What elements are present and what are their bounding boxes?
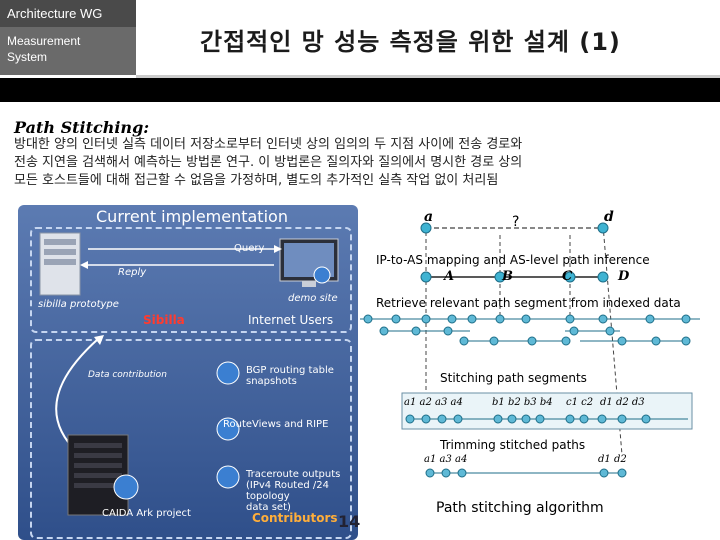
section-title: Path Stitching: — [14, 118, 150, 137]
node-a — [420, 222, 432, 234]
step3-seq-c: c1 c2 — [566, 397, 594, 408]
algorithm-diagram — [360, 222, 700, 478]
algorithm-caption: Path stitching algorithm — [436, 500, 604, 516]
step2-label: Retrieve relevant path segment from inde… — [376, 296, 681, 310]
contributors-box — [30, 339, 352, 539]
label-as-B: B — [502, 269, 513, 284]
section-body: 방대한 양의 인터넷 실측 데이터 저장소로부터 인터넷 상의 임의의 두 지점… — [14, 136, 714, 190]
body-line2: 전송 지연을 검색해서 예측하는 방법론 연구. 이 방법론은 질의자와 질의에… — [14, 155, 523, 170]
label-as-D: D — [618, 269, 630, 284]
label-d: d — [604, 209, 614, 225]
traceroute-line3: data set) — [246, 502, 291, 513]
body-line3: 모든 호스트들에 대해 접근할 수 없음을 가정하며, 별도의 추가적인 실측 … — [14, 173, 499, 188]
monitor-icon — [279, 238, 339, 287]
sibilla-label: Sibilla — [143, 313, 185, 327]
stitched-box — [401, 392, 693, 430]
black-bar — [0, 78, 720, 102]
routeviews-label: RouteViews and RIPE — [223, 419, 329, 430]
retrieved-segments — [360, 314, 700, 346]
server-icon — [39, 232, 81, 296]
step3-seq-a: a1 a2 a3 a4 — [404, 397, 463, 408]
bgp-line1: BGP routing table — [246, 365, 334, 376]
internet-users-label: Internet Users — [248, 313, 334, 327]
reply-label: Reply — [118, 267, 147, 278]
traceroute-label: Traceroute outputs (IPv4 Routed /24 topo… — [246, 469, 358, 513]
architecture-panel: Current implementation — [18, 205, 358, 540]
globe-icon — [216, 465, 240, 489]
as-node-D — [597, 271, 609, 283]
stitched-nodes — [405, 414, 651, 424]
node-d — [597, 222, 609, 234]
header-divider — [136, 75, 720, 78]
step4-seq-d: d1 d2 — [598, 454, 627, 465]
header: Architecture WG Measurement System 간접적인 … — [0, 0, 720, 78]
trimmed-nodes — [425, 468, 627, 478]
page-number: 14 — [338, 512, 361, 531]
as-node-C — [564, 271, 576, 283]
sub-label: Measurement System — [0, 27, 136, 75]
globe-icon — [216, 361, 240, 385]
sibilla-prototype-label: sibilla prototype — [38, 299, 119, 310]
as-node-A — [420, 271, 432, 283]
data-contribution-label: Data contribution — [88, 370, 167, 380]
step4-label: Trimming stitched paths — [440, 438, 586, 452]
label-as-A: A — [444, 269, 455, 284]
step4-seq-a: a1 a3 a4 — [424, 454, 468, 465]
step3-seq-b: b1 b2 b3 b4 — [492, 397, 553, 408]
rack-server-icon — [67, 434, 139, 516]
sub-label-line2: System — [7, 50, 48, 64]
query-label: Query — [234, 243, 265, 254]
bgp-label: BGP routing table snapshots — [246, 365, 334, 387]
label-q: ? — [512, 214, 520, 230]
slide-title: 간접적인 망 성능 측정을 위한 설계 (1) — [200, 28, 621, 56]
body-line1: 방대한 양의 인터넷 실측 데이터 저장소로부터 인터넷 상의 임의의 두 지점… — [14, 137, 523, 152]
top-label: Architecture WG — [0, 0, 136, 27]
step1-label: IP-to-AS mapping and AS-level path infer… — [376, 253, 650, 267]
traceroute-line1: Traceroute outputs — [246, 469, 341, 480]
contributors-label: Contributors — [252, 511, 338, 525]
panel-title: Current implementation — [96, 207, 288, 226]
demo-site-label: demo site — [288, 293, 338, 304]
label-a: a — [424, 209, 434, 225]
step3-seq-d: d1 d2 d3 — [600, 397, 645, 408]
bgp-line2: snapshots — [246, 376, 297, 387]
globe-icon — [216, 417, 240, 441]
caida-label: CAIDA Ark project — [102, 508, 191, 519]
label-as-C: C — [562, 269, 573, 284]
sub-label-line1: Measurement — [7, 34, 81, 48]
data-contribution-arrow — [55, 338, 99, 454]
architecture-graphics — [39, 232, 339, 516]
traceroute-line2: (IPv4 Routed /24 topology — [246, 480, 329, 502]
sibilla-box — [30, 227, 352, 333]
as-node-B — [494, 271, 506, 283]
step3-label: Stitching path segments — [440, 371, 587, 385]
